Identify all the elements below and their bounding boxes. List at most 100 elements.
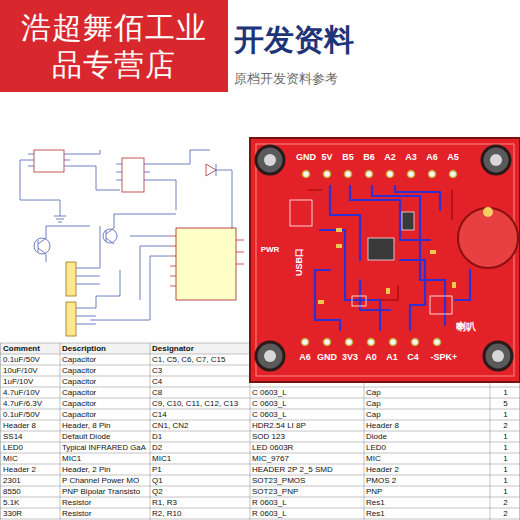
bom-table-grid bbox=[0, 508, 520, 509]
table-cell: C14 bbox=[152, 409, 167, 420]
table-cell: 4.7uF/6.3V bbox=[3, 398, 42, 409]
table-cell: 0.1uF/50V bbox=[3, 409, 40, 420]
mounting-hole-center bbox=[264, 154, 276, 166]
smd-pad bbox=[452, 282, 456, 288]
silkscreen-label: GND bbox=[296, 153, 316, 163]
page-title: 开发资料 bbox=[234, 20, 354, 61]
silkscreen-label: -SPK+ bbox=[431, 353, 458, 363]
header-pad bbox=[365, 170, 372, 177]
silkscreen-label: 喇叭 bbox=[456, 321, 476, 332]
header-pad bbox=[302, 170, 309, 177]
header-pad bbox=[301, 338, 308, 345]
table-cell: MIC1 bbox=[62, 453, 81, 464]
ic-chip bbox=[368, 238, 394, 260]
table-cell: Capacitor bbox=[62, 387, 96, 398]
table-cell: 10uF/10V bbox=[3, 365, 38, 376]
smd-pad bbox=[386, 288, 390, 294]
schematic bbox=[176, 228, 236, 300]
schematic bbox=[206, 164, 216, 176]
pcb-trace-red bbox=[308, 190, 452, 300]
table-cell: C 0603_L bbox=[252, 387, 287, 398]
pcb-board bbox=[250, 138, 520, 382]
silkscreen-label: A3 bbox=[405, 153, 417, 163]
table-cell: SOD 123 bbox=[252, 431, 285, 442]
silkscreen-outline bbox=[290, 200, 312, 226]
table-cell: PNP Bipolar Transisto bbox=[62, 486, 140, 497]
pcb-trace-red bbox=[308, 190, 452, 300]
table-cell: Header 2 bbox=[366, 464, 399, 475]
table-cell: Res1 bbox=[366, 497, 385, 508]
schematic bbox=[20, 200, 66, 222]
table-cell: 1uF/10V bbox=[3, 376, 33, 387]
table-cell: MIC_9767 bbox=[252, 453, 289, 464]
silkscreen-label: A6 bbox=[299, 353, 311, 363]
table-cell: 330R bbox=[3, 508, 22, 519]
table-header: Designator bbox=[152, 343, 194, 354]
table-cell: Capacitor bbox=[62, 398, 96, 409]
ic-chip bbox=[402, 212, 414, 230]
silkscreen-label: A2 bbox=[384, 153, 396, 163]
shop-banner: 浩超舞佰工业 品专营店 bbox=[0, 0, 228, 92]
schematic bbox=[122, 158, 144, 192]
table-cell: Header 2 bbox=[3, 464, 36, 475]
banner-text: 浩超舞佰工业 品专营店 bbox=[14, 9, 214, 84]
table-cell: R 0603_L bbox=[252, 508, 287, 519]
bom-table-grid bbox=[0, 519, 520, 520]
bom-table-grid bbox=[0, 475, 520, 476]
table-cell: C9, C10, C11, C12, C13 bbox=[152, 398, 238, 409]
table-cell: 2 bbox=[503, 420, 507, 431]
bom-table-grid bbox=[0, 486, 520, 487]
schematic bbox=[66, 262, 76, 296]
table-cell: Capacitor bbox=[62, 409, 96, 420]
silkscreen-label: A5 bbox=[447, 153, 459, 163]
silkscreen-label: A0 bbox=[365, 353, 377, 363]
pcb-trace bbox=[395, 186, 440, 210]
table-cell: 1 bbox=[503, 464, 507, 475]
speaker-pad bbox=[483, 207, 493, 217]
pcb-trace bbox=[360, 280, 390, 310]
table-cell: SOT23_PNP bbox=[252, 486, 298, 497]
schematic bbox=[170, 236, 176, 286]
subtitle: 原档开发资料参考 bbox=[234, 72, 338, 86]
bom-table-grid bbox=[0, 431, 520, 432]
silkscreen-label: C4 bbox=[407, 353, 419, 363]
header-pad bbox=[433, 338, 440, 345]
table-cell: D2 bbox=[152, 442, 162, 453]
table-cell: Res1 bbox=[366, 508, 385, 519]
pcb-board bbox=[250, 138, 520, 382]
table-cell: 1 bbox=[503, 431, 507, 442]
table-cell: HEADER 2P 2_5 SMD bbox=[252, 464, 333, 475]
schematic bbox=[106, 214, 176, 244]
table-cell: 1 bbox=[503, 409, 507, 420]
table-cell: 1 bbox=[503, 475, 507, 486]
header-pad bbox=[323, 338, 330, 345]
table-cell: Typical INFRARED GaA bbox=[62, 442, 146, 453]
bom-table-grid bbox=[0, 420, 520, 421]
table-cell: 2301 bbox=[3, 475, 21, 486]
table-cell: 1 bbox=[503, 387, 507, 398]
schematic bbox=[34, 238, 50, 254]
header-pad bbox=[345, 338, 352, 345]
smd-pad bbox=[336, 228, 342, 232]
table-header: Description bbox=[62, 343, 106, 354]
table-cell: D1 bbox=[152, 431, 162, 442]
mounting-hole bbox=[482, 146, 510, 174]
table-cell: C8 bbox=[152, 387, 162, 398]
silkscreen-label: 3V3 bbox=[342, 353, 358, 363]
table-cell: 5.1K bbox=[3, 497, 19, 508]
silkscreen-label: B6 bbox=[363, 153, 375, 163]
table-cell: C4 bbox=[152, 376, 162, 387]
table-cell: 2 bbox=[503, 508, 507, 519]
mounting-hole-center bbox=[264, 350, 276, 362]
mounting-hole-center bbox=[492, 350, 504, 362]
table-cell: C 0603_L bbox=[252, 409, 287, 420]
schematic bbox=[150, 150, 210, 210]
pcb-trace bbox=[400, 260, 425, 330]
header-pad bbox=[411, 338, 418, 345]
table-cell: Header 8 bbox=[366, 420, 399, 431]
header-pad bbox=[389, 338, 396, 345]
table-cell: 5 bbox=[503, 398, 507, 409]
table-cell: 1 bbox=[503, 442, 507, 453]
silkscreen-outline bbox=[290, 200, 452, 314]
table-cell: PNP bbox=[366, 486, 382, 497]
